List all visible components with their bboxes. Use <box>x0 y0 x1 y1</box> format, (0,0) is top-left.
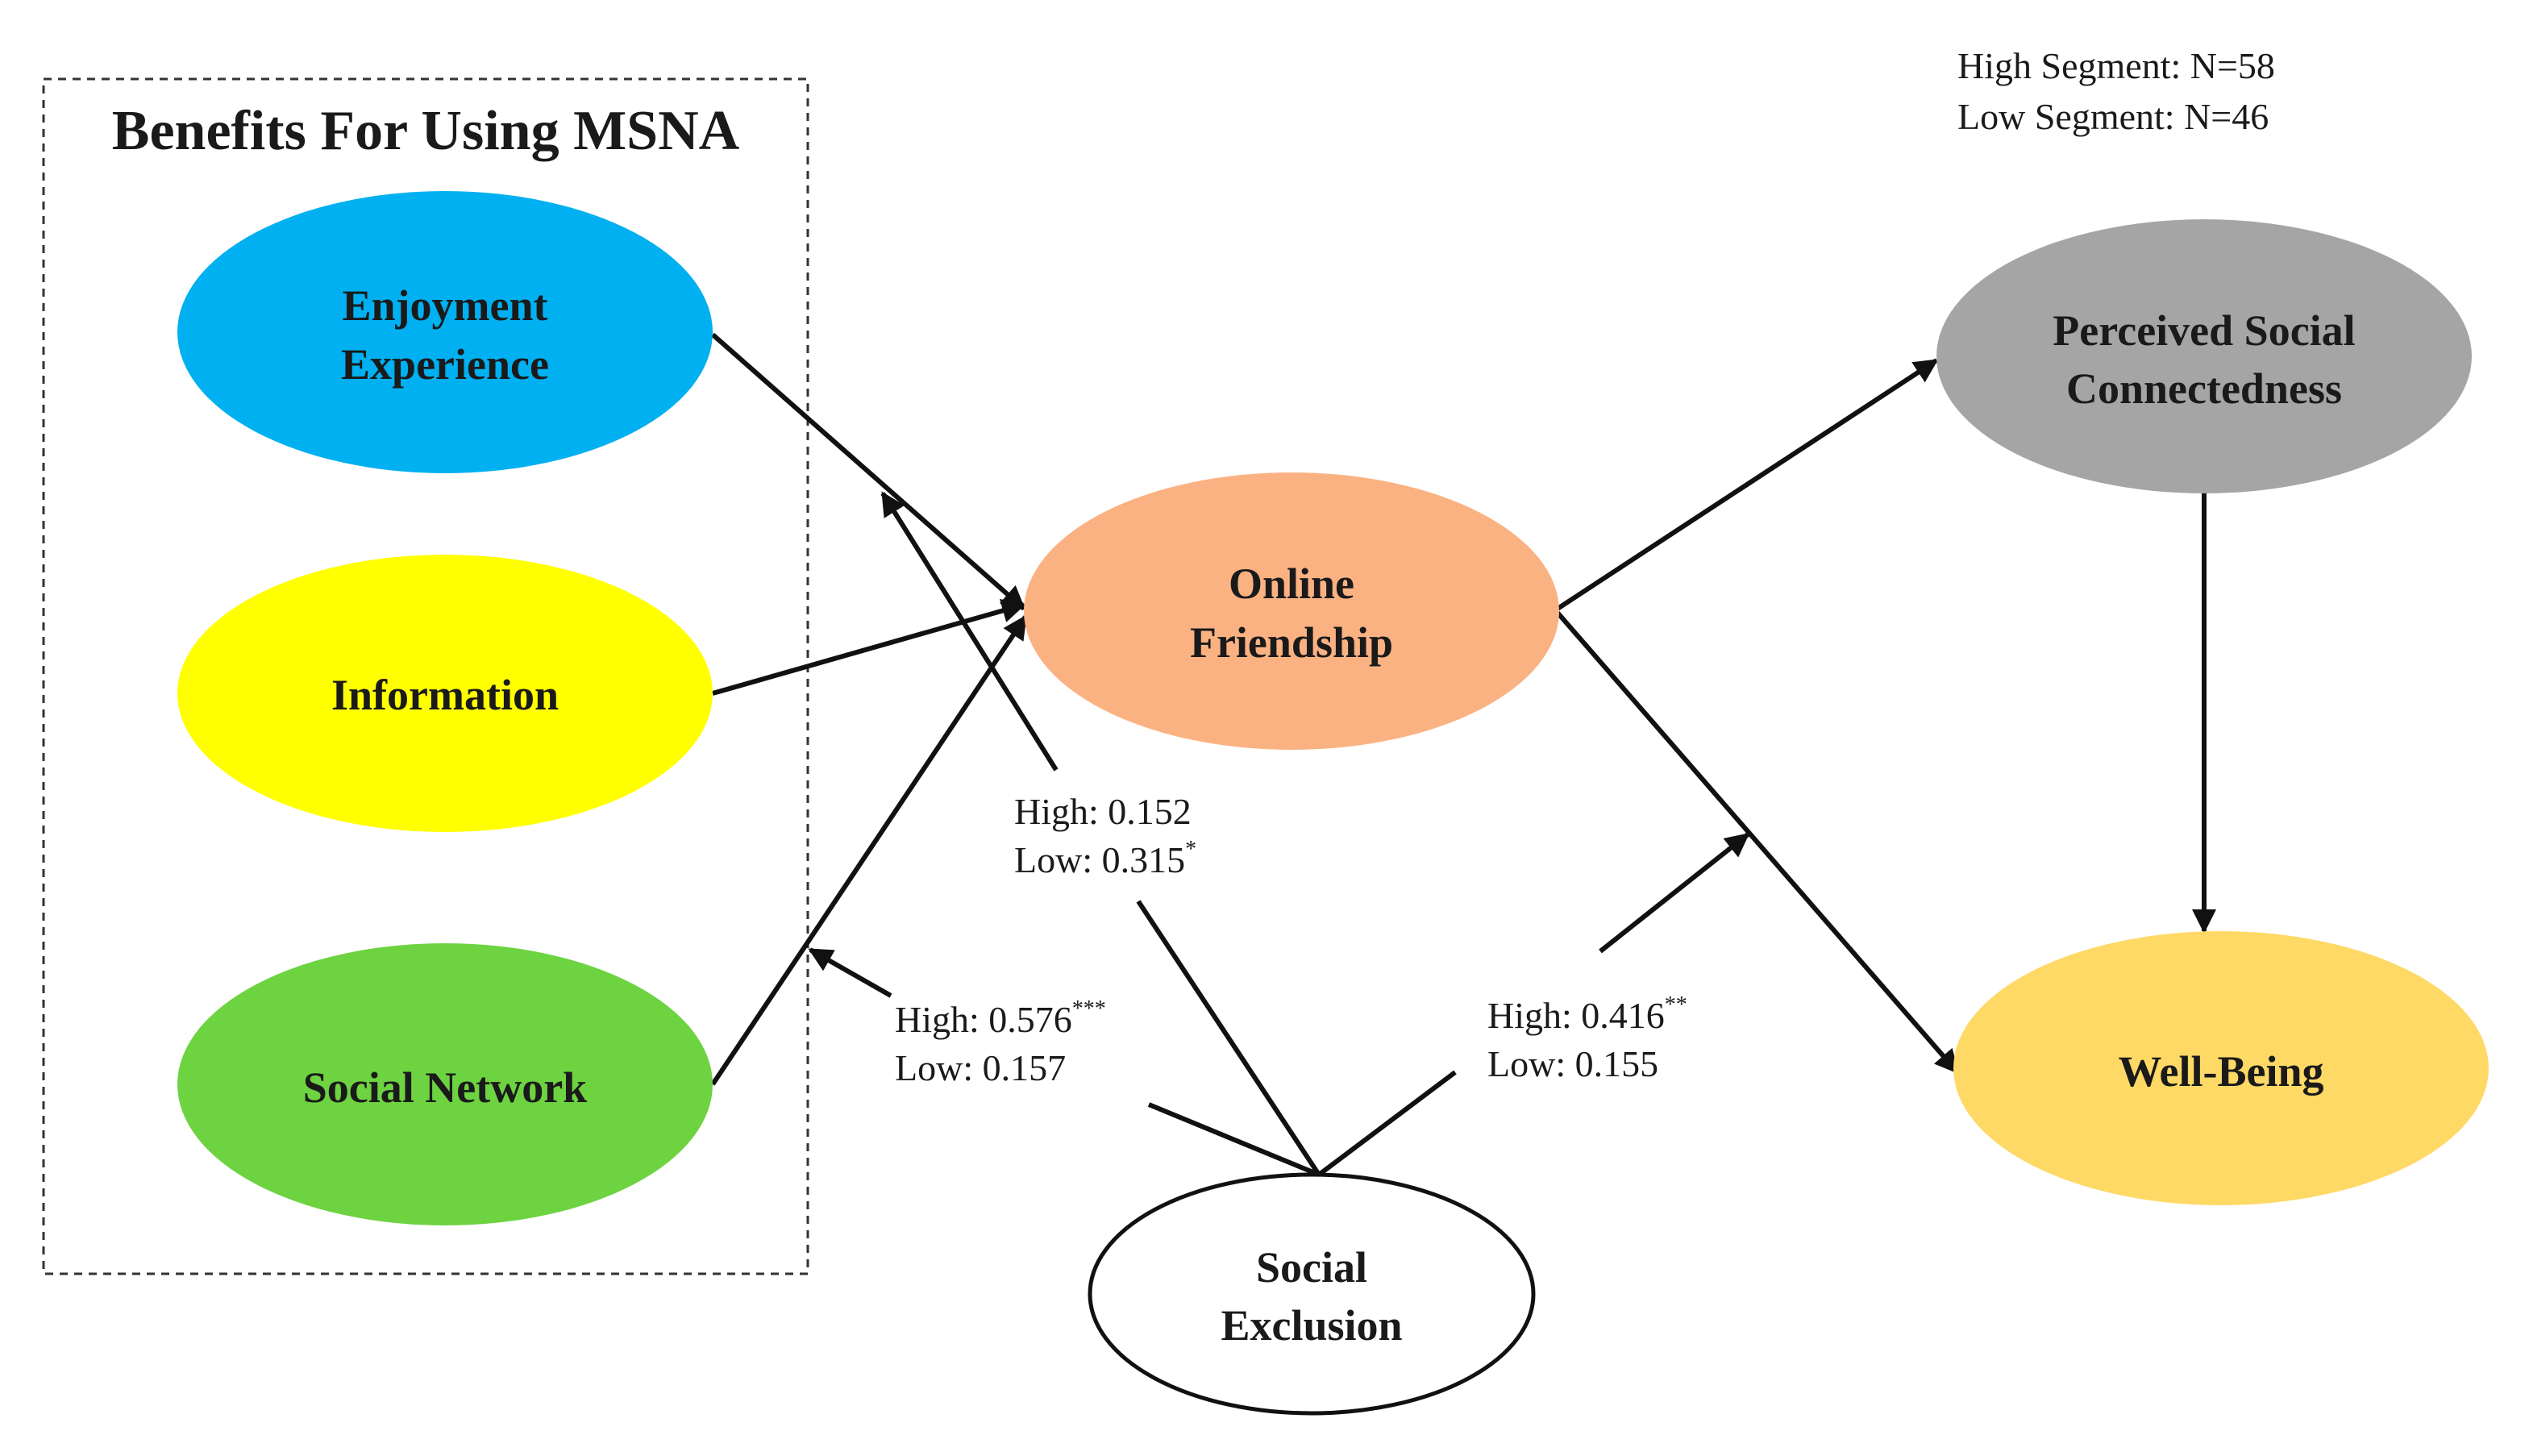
coef-wellbeing-low: Low: 0.155 <box>1487 1043 1658 1084</box>
coef-enjoyment-high: High: 0.152 <box>1014 791 1192 832</box>
high-segment-sample-size: High Segment: N=58 <box>1957 45 2275 86</box>
coef-social-network-low: Low: 0.157 <box>895 1047 1066 1088</box>
moderation-line-social-network-lower <box>1147 1102 1321 1177</box>
moderation-arrow-social-network-path <box>808 947 892 998</box>
node-online-friendship: Online Friendship <box>1024 472 1559 750</box>
perceived-social-label-line1: Perceived Social <box>2053 306 2355 355</box>
benefits-group-box <box>42 77 809 1275</box>
social-exclusion-label-line2: Exclusion <box>1221 1301 1402 1350</box>
low-segment-sample-size: Low Segment: N=46 <box>1957 96 2269 137</box>
edge-social-network-to-online-friendship <box>710 614 1028 1086</box>
well-being-label: Well-Being <box>2119 1047 2324 1096</box>
node-information: Information <box>177 555 713 832</box>
online-friendship-label-line2: Friendship <box>1190 618 1393 667</box>
perceived-social-label-line2: Connectedness <box>2066 364 2342 413</box>
node-perceived-social-connectedness: Perceived Social Connectedness <box>1936 219 2472 493</box>
moderation-arrow-wellbeing-path <box>1599 832 1750 954</box>
coef-enjoyment-low: Low: 0.315* <box>1014 837 1196 880</box>
information-label: Information <box>331 671 559 719</box>
moderation-line-enjoyment-lower <box>1136 900 1321 1176</box>
coefficients-social-network-path: High: 0.576*** Low: 0.157 <box>895 996 1106 1088</box>
edge-enjoyment-to-online-friendship <box>711 332 1026 611</box>
node-social-network: Social Network <box>177 943 713 1225</box>
edge-information-to-online-friendship <box>712 598 1026 696</box>
enjoyment-label-line1: Enjoyment <box>343 281 548 330</box>
coef-social-network-high: High: 0.576*** <box>895 996 1106 1040</box>
coefficients-wellbeing-path: High: 0.416** Low: 0.155 <box>1487 992 1687 1084</box>
edge-online-friendship-to-well-being <box>1555 611 1960 1075</box>
social-network-label: Social Network <box>303 1063 587 1112</box>
coef-wellbeing-high: High: 0.416** <box>1487 992 1687 1036</box>
moderation-arrow-enjoyment-path <box>880 491 1059 772</box>
edge-online-friendship-to-perceived-connectedness <box>1556 358 1939 611</box>
moderation-line-wellbeing-lower <box>1317 1070 1457 1177</box>
coefficients-enjoyment-path: High: 0.152 Low: 0.315* <box>1014 791 1196 880</box>
enjoyment-label-line2: Experience <box>341 340 549 389</box>
node-well-being: Well-Being <box>1953 931 2489 1205</box>
social-exclusion-label-line1: Social <box>1256 1243 1367 1292</box>
node-enjoyment-experience: Enjoyment Experience <box>177 191 713 473</box>
online-friendship-label-line1: Online <box>1229 560 1354 608</box>
node-social-exclusion: Social Exclusion <box>1088 1172 1536 1416</box>
benefits-group-title: Benefits For Using MSNA <box>112 100 740 162</box>
